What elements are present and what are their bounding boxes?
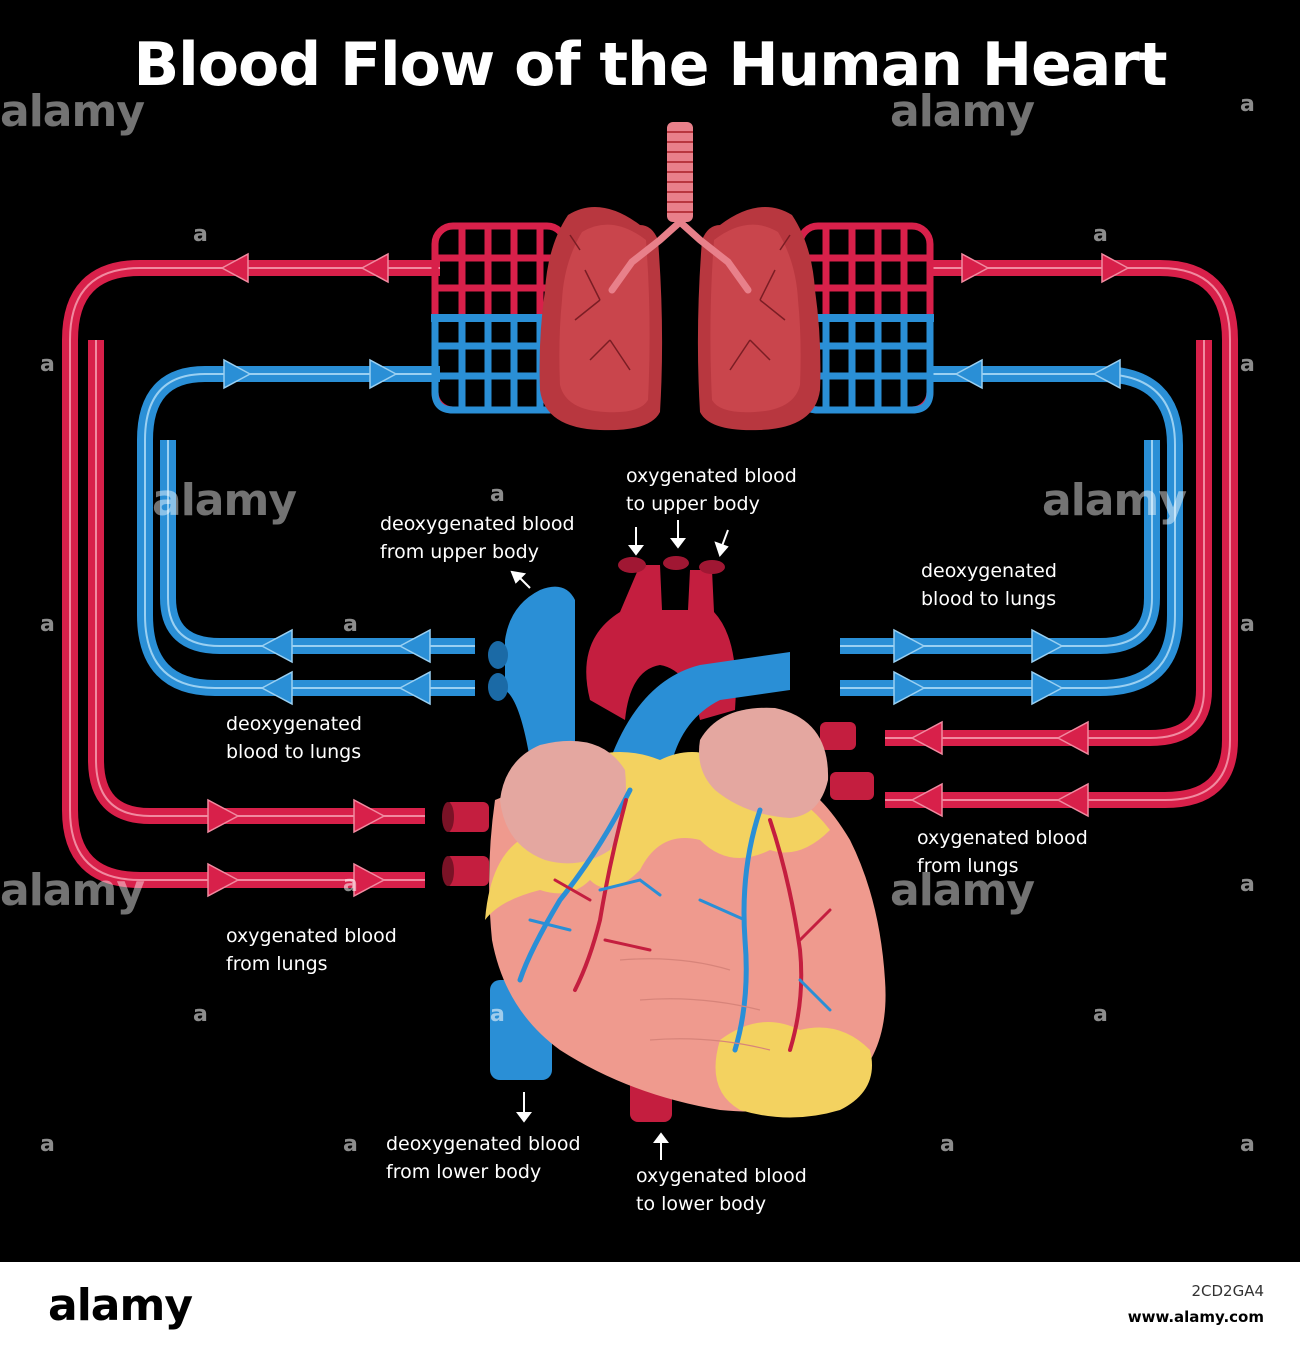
flow-arrow-icon: [398, 670, 431, 706]
deoxygenated-pathways: [137, 366, 1183, 696]
flow-arrow-icon: [398, 628, 431, 664]
flow-arrow-icon: [207, 862, 240, 898]
watermark-mark: a: [343, 872, 358, 897]
page-title: Blood Flow of the Human Heart: [133, 30, 1167, 100]
capillary-grid-right: [796, 222, 934, 414]
flow-arrow-icon: [220, 252, 249, 284]
label-deoxygenated-to-lungs-right: deoxygenated blood to lungs: [921, 560, 1057, 610]
flow-arrow-icon: [207, 798, 240, 834]
blood-flow-diagram: [62, 122, 1238, 1160]
flow-arrow-icon: [223, 358, 252, 390]
flow-arrow-icon: [353, 862, 386, 898]
label-oxygenated-from-lungs-left: oxygenated blood from lungs: [226, 925, 397, 975]
flow-arrow-icon: [260, 670, 293, 706]
watermark-mark: a: [490, 1002, 505, 1027]
watermark-mark: a: [1240, 872, 1255, 897]
label-pointers: [510, 520, 729, 1160]
label-oxygenated-to-lower-body: oxygenated blood to lower body: [636, 1165, 807, 1215]
flow-arrows: [207, 252, 1130, 898]
flow-arrow-icon: [369, 358, 398, 390]
label-deoxygenated-to-lungs-left: deoxygenated blood to lungs: [226, 713, 362, 763]
watermark-mark: a: [1240, 1132, 1255, 1157]
watermark-text: alamy: [890, 86, 1035, 137]
flow-arrow-icon: [1031, 628, 1064, 664]
oxygenated-pathways: [62, 260, 1238, 888]
watermark-mark: a: [40, 352, 55, 377]
stock-footer: alamy 2CD2GA4 www.alamy.com: [0, 1262, 1300, 1351]
flow-arrow-icon: [954, 358, 983, 390]
image-id: 2CD2GA4: [1191, 1282, 1264, 1300]
alamy-logo: alamy: [48, 1280, 193, 1331]
red-loop-left-outer: [62, 260, 440, 888]
watermark-mark: a: [193, 222, 208, 247]
label-oxygenated-to-upper-body: oxygenated blood to upper body: [626, 465, 797, 515]
site-url: www.alamy.com: [1127, 1308, 1264, 1326]
watermark-mark: a: [1093, 1002, 1108, 1027]
flow-arrow-icon: [893, 628, 926, 664]
watermark-mark: a: [40, 612, 55, 637]
lungs-illustration-icon: [539, 122, 821, 431]
flow-arrow-icon: [260, 628, 293, 664]
capillary-grid-left: [431, 222, 569, 414]
flow-arrow-icon: [893, 670, 926, 706]
watermark-text: alamy: [0, 86, 145, 137]
label-deoxygenated-from-upper-body: deoxygenated blood from upper body: [380, 513, 575, 563]
watermark-mark: a: [490, 482, 505, 507]
watermark-mark: a: [343, 1132, 358, 1157]
watermark-mark: a: [1093, 222, 1108, 247]
flow-arrow-icon: [1092, 358, 1121, 390]
flow-arrow-icon: [910, 782, 943, 818]
watermark-mark: a: [940, 1132, 955, 1157]
watermark-text: alamy: [890, 865, 1035, 916]
watermark-mark: a: [1240, 612, 1255, 637]
flow-arrow-icon: [1031, 670, 1064, 706]
watermark-mark: a: [1240, 92, 1255, 117]
flow-arrow-icon: [961, 252, 990, 284]
label-oxygenated-from-lungs-right: oxygenated blood from lungs: [917, 827, 1088, 877]
watermark-mark: a: [1240, 352, 1255, 377]
flow-arrow-icon: [353, 798, 386, 834]
watermark-mark: a: [193, 1002, 208, 1027]
watermark-text: alamy: [152, 475, 297, 526]
flow-arrow-icon: [1056, 720, 1089, 756]
flow-arrow-icon: [1101, 252, 1130, 284]
heart-illustration-icon: [442, 556, 886, 1122]
flow-arrow-icon: [1056, 782, 1089, 818]
blue-loop-right-inner: [840, 440, 1160, 654]
watermark-mark: a: [40, 1132, 55, 1157]
label-deoxygenated-from-lower-body: deoxygenated blood from lower body: [386, 1133, 581, 1183]
flow-arrow-icon: [910, 720, 943, 756]
watermark-text: alamy: [0, 865, 145, 916]
watermark-text: alamy: [1042, 475, 1187, 526]
watermark-mark: a: [343, 612, 358, 637]
flow-arrow-icon: [360, 252, 389, 284]
